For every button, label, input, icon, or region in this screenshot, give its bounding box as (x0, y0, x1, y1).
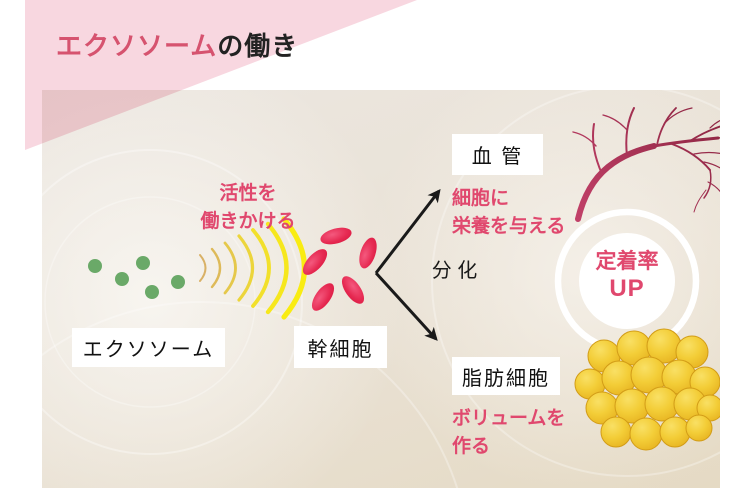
page-title: エクソソームの働き (56, 26, 298, 63)
blood-vessel-label: 血 管 (452, 134, 543, 175)
stem-cells-icon (302, 227, 377, 311)
differentiation-label: 分 化 (431, 260, 478, 282)
diagram-artwork (42, 90, 720, 488)
blood-vessel-icon (572, 107, 720, 222)
fat-note: ボリュームを 作る (452, 408, 566, 457)
retention-rate-text: 定着率 UP (595, 250, 659, 302)
exosome-dots-icon (88, 256, 185, 299)
fat-cells-icon (574, 328, 720, 451)
differentiation-arrows-icon (374, 188, 441, 341)
fat-cell-label: 脂肪細胞 (452, 357, 560, 395)
vessel-note: 細胞に 栄養を与える (452, 188, 566, 237)
title-rest: の働き (217, 31, 299, 61)
activation-note: 活性を 働きかける (200, 183, 296, 232)
title-highlight: エクソソーム (56, 31, 218, 61)
exosome-label: エクソソーム (72, 328, 225, 367)
stem-cell-label: 幹細胞 (294, 326, 387, 368)
diagram-panel: エクソソーム 活性を 働きかける 幹細胞 分 化 血 管 細胞に 栄養を与える … (42, 90, 720, 488)
